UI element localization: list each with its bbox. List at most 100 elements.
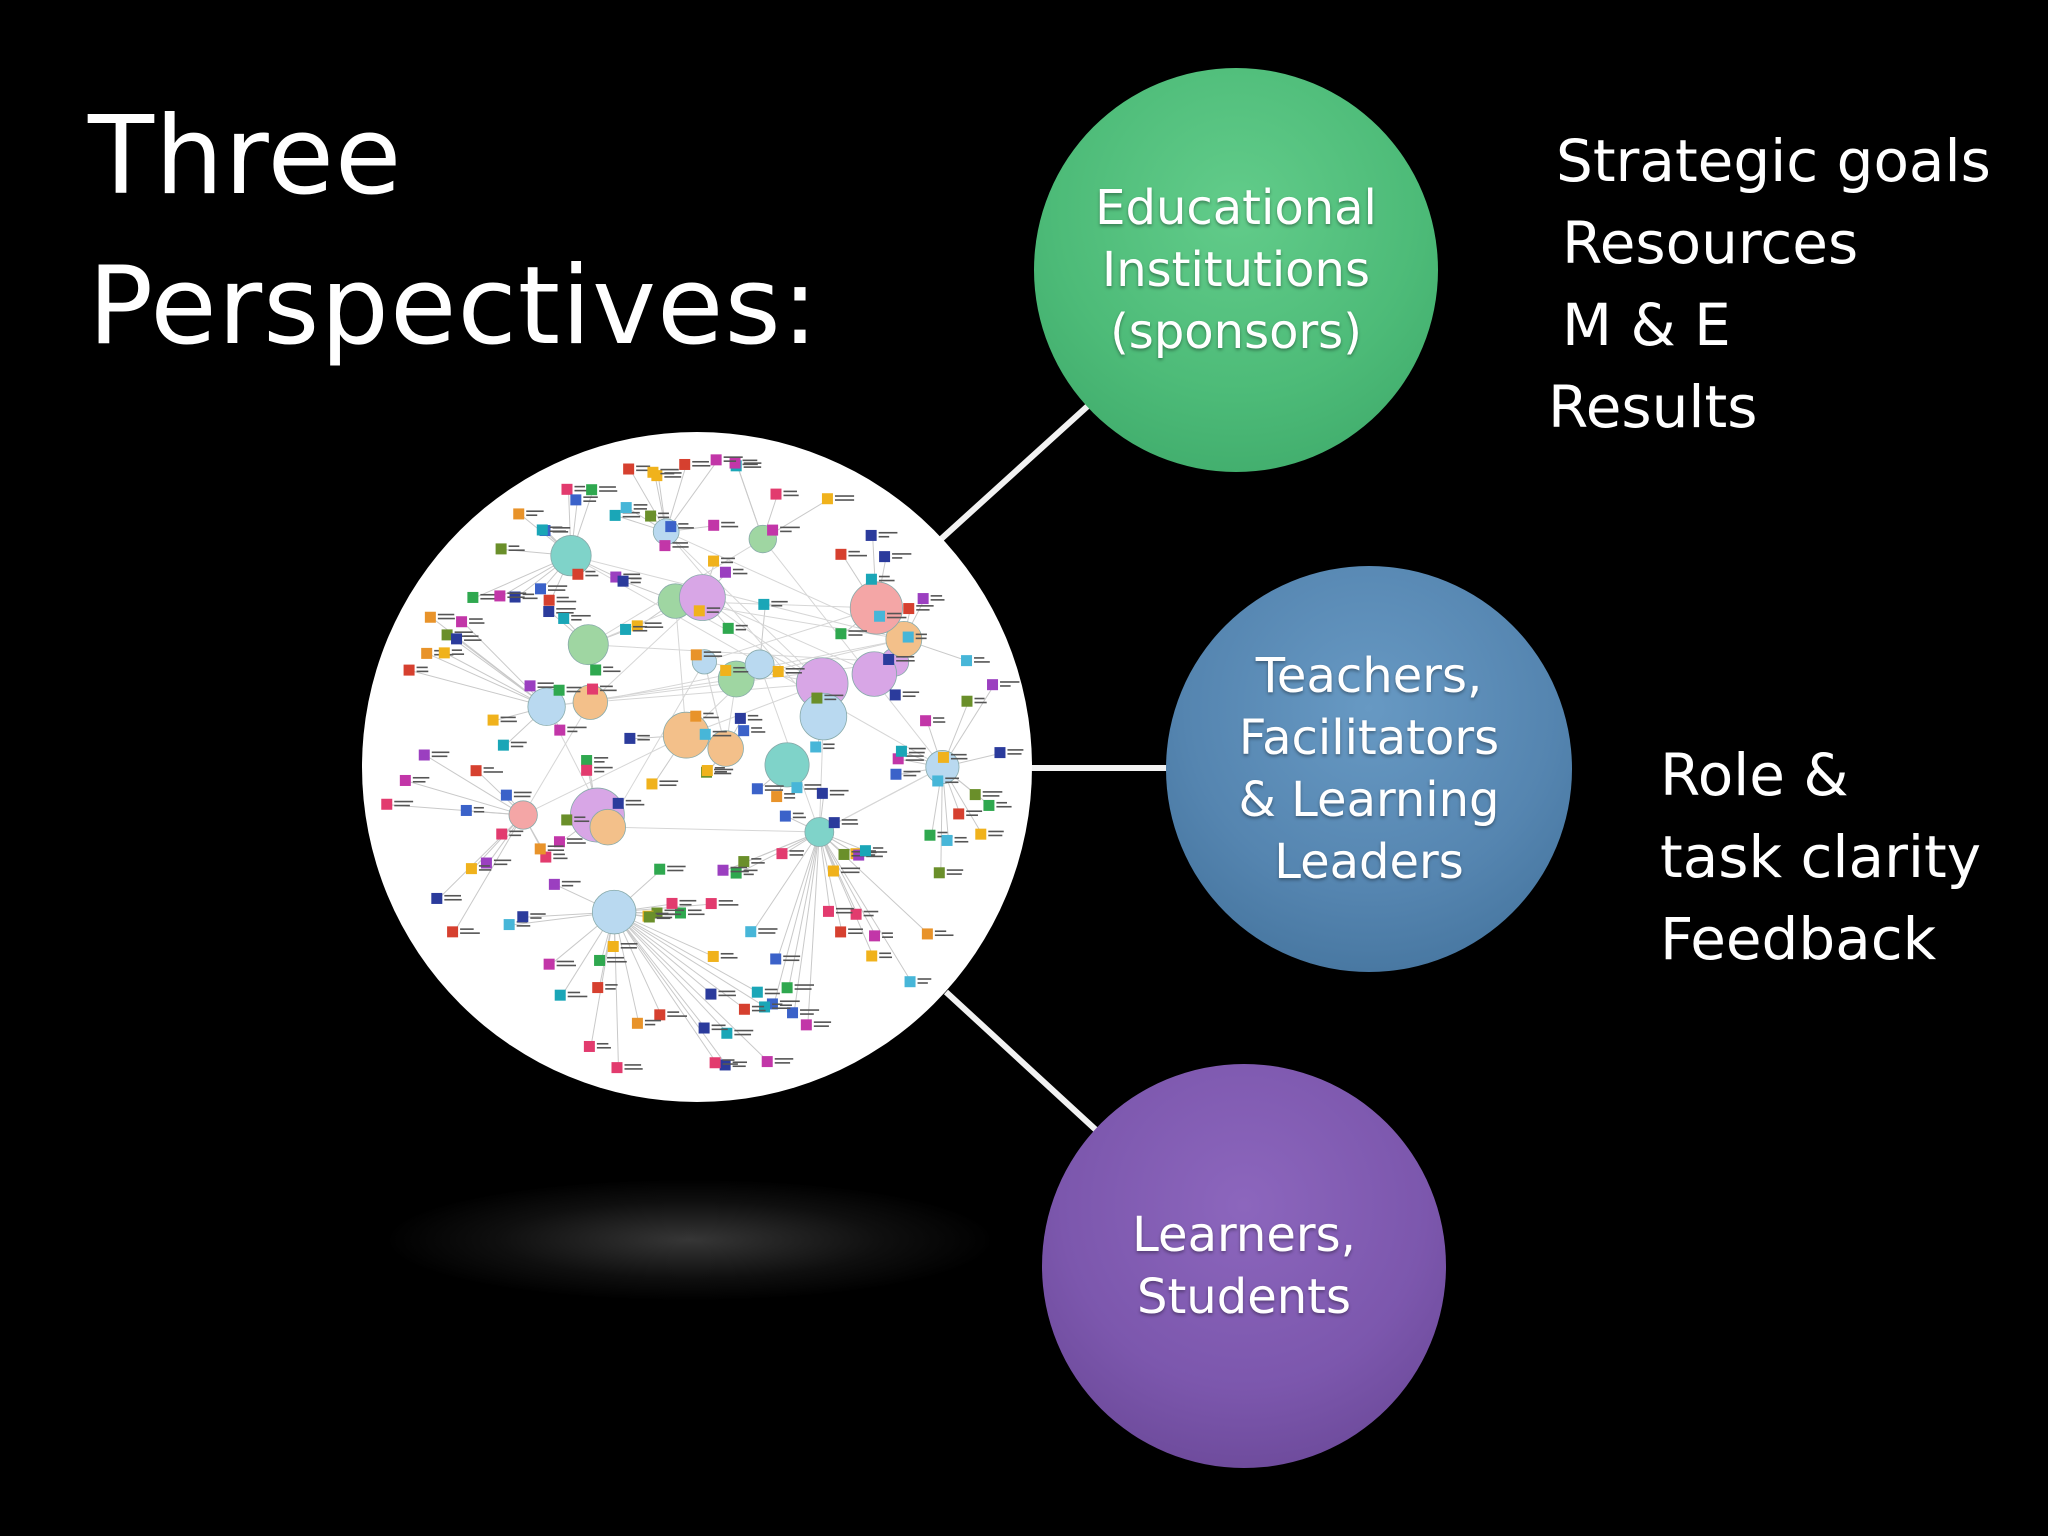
network-leaf-node <box>381 798 414 810</box>
network-leaf-node <box>738 725 766 737</box>
network-leaf-node <box>850 908 879 920</box>
slide-title-line-1: Three <box>88 94 403 219</box>
network-leaf-node <box>698 1022 728 1034</box>
network-leaf-node <box>543 606 576 618</box>
network-leaf-node <box>659 540 689 552</box>
network-leaf-node <box>987 679 1020 691</box>
network-leaf-node <box>879 551 912 563</box>
network-leaf-node <box>674 907 705 919</box>
network-leaf-node <box>495 543 525 555</box>
network-leaf-node <box>758 598 788 610</box>
network-leaf-node <box>647 466 679 478</box>
network-leaf-node <box>781 982 814 994</box>
perspective-teachers-line-1: Teachers, <box>1255 648 1483 704</box>
teachers-annotation-list: Role & task clarity Feedback <box>1660 734 1981 980</box>
network-leaf-node <box>994 747 1024 759</box>
network-leaf-node <box>787 1007 820 1019</box>
network-leaf-node <box>889 689 920 701</box>
network-leaf-node <box>561 483 593 495</box>
network-leaf-node <box>933 867 964 879</box>
network-leaf-node <box>865 529 898 541</box>
network-edge <box>773 831 820 1005</box>
network-hub-node <box>804 817 835 847</box>
network-leaf-node <box>699 728 732 740</box>
network-leaf-node <box>767 524 800 536</box>
network-edge <box>751 831 820 933</box>
network-leaf-node <box>708 555 735 567</box>
network-leaf-node <box>587 683 617 695</box>
network-leaf-node <box>592 982 618 994</box>
network-leaf-node <box>821 493 855 505</box>
network-leaf-node <box>631 620 664 632</box>
annotation-m-and-e: M & E <box>1562 291 1731 359</box>
network-leaf-node <box>543 594 577 606</box>
network-edge <box>613 912 619 1069</box>
network-leaf-node <box>451 633 482 645</box>
network-leaf-node <box>937 751 968 763</box>
annotation-strategic-goals: Strategic goals <box>1556 127 1991 195</box>
network-leaf-node <box>590 664 621 676</box>
network-leaf-node <box>665 521 694 533</box>
network-leaf-node <box>776 848 804 860</box>
perspective-institutions-line-2: Institutions <box>1102 242 1370 298</box>
network-leaf-node <box>438 647 465 659</box>
network-leaf-node <box>865 573 895 585</box>
network-leaf-node <box>709 1057 738 1069</box>
network-leaf-node <box>431 892 462 904</box>
network-leaf-node <box>738 856 765 868</box>
network-leaf-node <box>866 950 893 962</box>
network-leaf-node <box>554 724 587 736</box>
network-leaf-node <box>921 928 954 940</box>
perspective-institutions-line-1: Educational <box>1095 180 1377 236</box>
network-leaf-node <box>679 458 711 470</box>
network-leaf-node <box>902 631 927 643</box>
network-edge <box>590 912 615 1048</box>
network-hub-node <box>744 649 775 680</box>
network-leaf-node <box>771 791 796 803</box>
network-leaf-node <box>586 484 618 496</box>
network-leaf-node <box>708 519 739 531</box>
network-edge <box>425 755 524 816</box>
network-leaf-node <box>524 680 555 692</box>
network-graph-image <box>362 432 1032 1102</box>
network-leaf-node <box>535 583 568 595</box>
network-leaf-node <box>540 851 568 863</box>
perspective-institutions-circle: Educational Institutions (sponsors) <box>1034 68 1438 472</box>
network-leaf-node <box>496 828 524 840</box>
network-edge <box>818 831 930 935</box>
network-leaf-node <box>751 986 780 998</box>
network-edge <box>590 683 823 703</box>
network-edge <box>607 661 705 828</box>
network-edge <box>818 831 843 933</box>
network-leaf-node <box>517 911 546 923</box>
network-leaf-node <box>983 799 1012 811</box>
network-leaf-node <box>611 1062 643 1074</box>
network-leaf-node <box>536 524 566 536</box>
network-hub-node <box>589 808 626 846</box>
connector-to-institutions <box>937 401 1093 543</box>
network-leaf-node <box>827 865 861 877</box>
network-leaf-node <box>791 782 824 794</box>
network-leaf-node <box>554 989 588 1001</box>
network-leaf-node <box>654 863 686 875</box>
network-leaf-node <box>645 510 670 522</box>
network-leaf-node <box>500 789 532 801</box>
annotation-resources: Resources <box>1562 209 1859 277</box>
network-leaf-node <box>570 494 598 506</box>
network-leaf-node <box>643 911 676 923</box>
hub-shadow <box>390 1180 990 1300</box>
network-leaf-node <box>487 714 517 726</box>
network-edge <box>807 831 820 1026</box>
network-leaf-node <box>720 664 749 676</box>
perspective-teachers-line-2: Facilitators <box>1238 710 1500 766</box>
network-leaf-node <box>730 867 758 879</box>
network-leaf-node <box>772 666 805 678</box>
network-leaf-node <box>800 1019 832 1031</box>
network-edge <box>613 911 770 1063</box>
network-leaf-node <box>883 653 915 665</box>
slide-title: Three Perspectives: <box>88 82 819 382</box>
perspective-learners-circle: Learners, Students <box>1042 1064 1446 1468</box>
network-leaf-node <box>513 508 544 520</box>
network-leaf-node <box>456 616 485 628</box>
network-edge <box>818 831 874 957</box>
